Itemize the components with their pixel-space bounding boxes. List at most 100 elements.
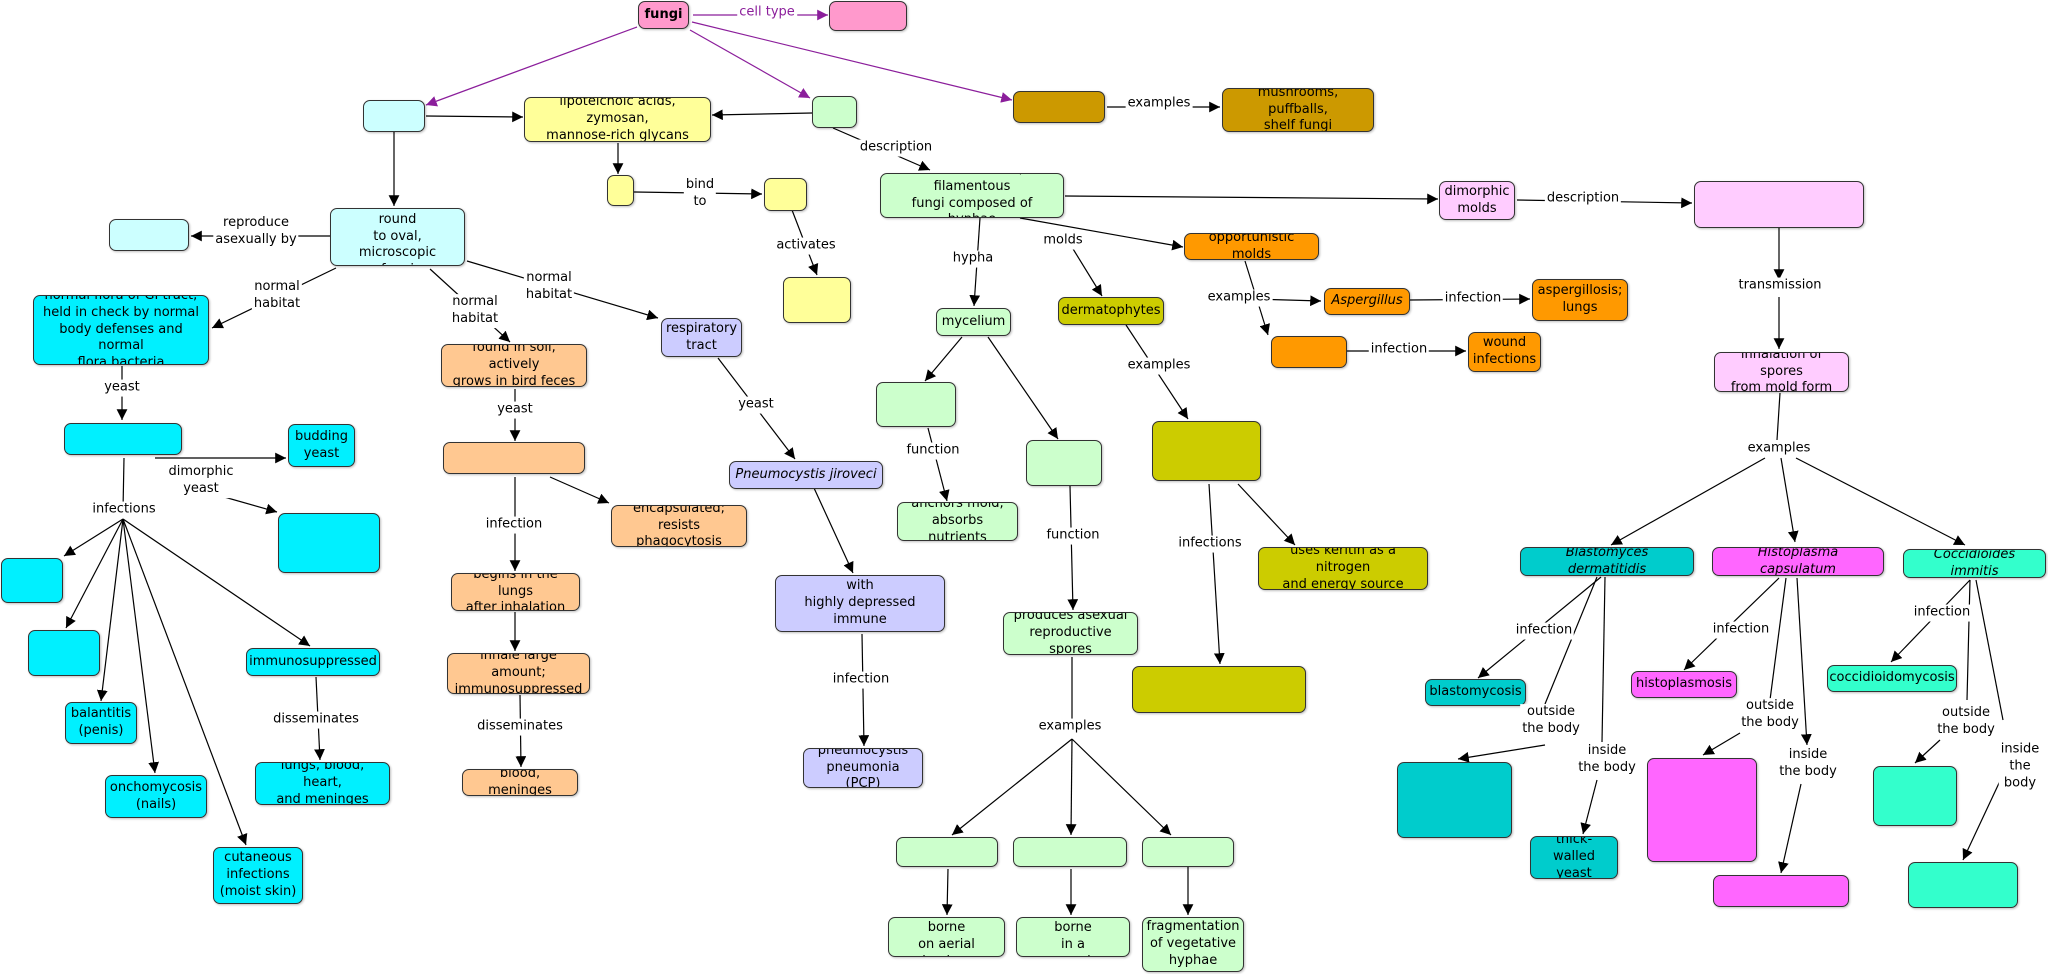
link-yeast-cellwall: [425, 111, 524, 123]
node-soil[interactable]: found in soil, actively grows in bird fe…: [441, 344, 587, 387]
node-crypto[interactable]: [443, 442, 585, 474]
node-respiratory[interactable]: respiratory tract: [661, 318, 742, 357]
node-histoplasmosis[interactable]: histoplasmosis: [1631, 671, 1737, 698]
node-seen-only-text: seen only in persons with highly depress…: [793, 576, 927, 631]
node-cocci-inside[interactable]: [1908, 862, 2018, 908]
label-yeast-2: yeast: [495, 401, 535, 419]
node-aspergillosis-text: aspergillosis; lungs: [1537, 283, 1623, 315]
node-asexual[interactable]: [109, 219, 189, 251]
node-derm-infection[interactable]: [1132, 666, 1306, 713]
node-keratin[interactable]: uses keritin as a nitrogen and energy so…: [1258, 547, 1428, 590]
node-normal-flora[interactable]: normal flora of GI tract; held in check …: [33, 295, 209, 365]
link-ex-blasto: [1610, 457, 1766, 546]
label-bind-to: bind to: [683, 177, 717, 211]
node-dimorphic-yeast-box[interactable]: [278, 513, 380, 573]
label-activates: activates: [774, 237, 838, 255]
node-encapsulated-text: encapsulated; resists phagocytosis: [633, 505, 725, 547]
node-cutaneous[interactable]: cutaneous infections (moist skin): [213, 847, 303, 904]
node-externally[interactable]: externally borne on aerial hyphae: [888, 917, 1005, 957]
node-cocci-outside[interactable]: [1873, 766, 1957, 826]
node-single-celled[interactable]: single celled, round to oval, microscopi…: [330, 208, 465, 266]
node-derm-box[interactable]: [1152, 421, 1261, 481]
node-bind-small[interactable]: [607, 175, 634, 206]
node-fragmentation[interactable]: fragmentation of vegetative hyphae: [1142, 917, 1244, 972]
node-molds[interactable]: [812, 96, 857, 128]
node-produces-spores-text: produces asexual reproductive spores: [1013, 612, 1128, 655]
node-candida-inf2[interactable]: [28, 630, 100, 676]
node-anchors[interactable]: anchors mold, absorbs nutrients: [897, 502, 1018, 541]
node-activates-target[interactable]: [783, 277, 851, 323]
node-blastomyces[interactable]: Blastomyces dermatitidis: [1520, 547, 1694, 576]
label-infection-aspergillus: infection: [1442, 290, 1504, 308]
node-blastomycosis[interactable]: blastomycosis: [1425, 679, 1526, 706]
node-mushrooms-examples-text: mushrooms, puffballs, shelf fungi: [1257, 88, 1339, 132]
node-blasto-inside[interactable]: thick-walled yeast: [1530, 836, 1618, 879]
node-produces-spores[interactable]: produces asexual reproductive spores: [1003, 612, 1138, 655]
node-mycelium[interactable]: mycelium: [936, 308, 1011, 336]
link-cocci-out2: [1914, 739, 1941, 764]
node-blasto-outside[interactable]: [1397, 762, 1512, 838]
link-histo-in2: [1778, 783, 1802, 874]
node-begins-lungs[interactable]: begins in the lungs after inhalation: [451, 573, 580, 611]
node-balantitis[interactable]: balantitis (penis): [65, 702, 137, 744]
label-examples-dimorphic: examples: [1745, 440, 1813, 458]
node-spore2[interactable]: [1013, 837, 1127, 867]
link-spores-1: [951, 738, 1073, 836]
node-cell-type[interactable]: [829, 1, 907, 31]
node-blood-meninges[interactable]: blood, meninges: [462, 769, 578, 796]
node-pcp[interactable]: pneumocystis pneumonia (PCP): [803, 748, 923, 788]
label-infections-derm: infections: [1176, 535, 1244, 553]
node-cutaneous-text: cutaneous infections (moist skin): [219, 850, 297, 899]
node-dimorphic-molds[interactable]: dimorphic molds: [1439, 181, 1515, 220]
node-pneumocystis-text: Pneumocystis jiroveci: [735, 466, 877, 482]
node-mushrooms-examples[interactable]: mushrooms, puffballs, shelf fungi: [1222, 88, 1374, 132]
node-internally[interactable]: internally borne in a sporangium: [1016, 917, 1130, 957]
node-aspergillus[interactable]: Aspergillus: [1324, 288, 1410, 315]
node-lungs-blood[interactable]: lungs, blood, heart, and meninges: [255, 762, 390, 805]
label-infection-crypto: infection: [483, 516, 545, 534]
node-coccidioides[interactable]: Coccidioides immitis: [1903, 549, 2046, 578]
node-hypha-box1[interactable]: [876, 382, 956, 427]
node-lungs-blood-text: lungs, blood, heart, and meninges: [276, 762, 369, 805]
node-cell-wall-text: lipoteichoic acids, zymosan, mannose-ric…: [546, 97, 689, 142]
node-dermatophytes-text: dermatophytes: [1061, 302, 1161, 318]
node-dermatophytes[interactable]: dermatophytes: [1058, 297, 1164, 325]
node-yeast[interactable]: [363, 100, 425, 132]
node-dimorphic-desc[interactable]: [1694, 181, 1864, 228]
node-spore1[interactable]: [896, 837, 998, 867]
node-mushrooms[interactable]: [1013, 91, 1105, 123]
node-multinucleated[interactable]: multinucleated, filamentous fungi compos…: [880, 173, 1064, 218]
link-dermbox-keratin: [1237, 483, 1296, 546]
node-inhalation[interactable]: inhalation of spores from mold form: [1714, 352, 1849, 392]
label-description-molds: description: [857, 139, 935, 157]
label-infection-histo: infection: [1710, 621, 1772, 639]
label-reproduce-asexually: reproduce asexually by: [213, 215, 299, 249]
node-mycelium-text: mycelium: [941, 313, 1006, 329]
node-histo-inside[interactable]: [1713, 875, 1849, 907]
node-aspergillosis[interactable]: aspergillosis; lungs: [1532, 279, 1628, 321]
node-opportunistic[interactable]: opportunistic molds: [1184, 233, 1319, 260]
node-onchomycosis[interactable]: onchomycosis (nails): [105, 775, 207, 818]
node-encapsulated[interactable]: encapsulated; resists phagocytosis: [611, 505, 747, 547]
node-hypha-box2[interactable]: [1026, 440, 1102, 486]
node-blastomyces-text: Blastomyces dermatitidis: [1565, 547, 1649, 576]
node-budding-yeast[interactable]: budding yeast: [288, 424, 355, 467]
node-histo-outside[interactable]: [1647, 758, 1757, 862]
node-seen-only[interactable]: seen only in persons with highly depress…: [775, 575, 945, 632]
node-coccidioidomycosis[interactable]: coccidioidomycosis: [1827, 665, 1957, 692]
node-immunosuppressed[interactable]: immunosuppressed: [246, 648, 380, 676]
node-candida-inf1[interactable]: [1, 558, 63, 603]
link-fungi-yeast: [425, 26, 638, 107]
node-multinucleated-text: multinucleated, filamentous fungi compos…: [911, 174, 1033, 217]
node-histoplasma[interactable]: Histoplasma capsulatum: [1712, 547, 1884, 576]
node-orange-small[interactable]: [1271, 336, 1347, 368]
node-candida[interactable]: [64, 423, 182, 455]
node-fungi[interactable]: fungi: [638, 1, 689, 29]
node-opportunistic-text: opportunistic molds: [1208, 233, 1295, 260]
node-pneumocystis[interactable]: Pneumocystis jiroveci: [729, 461, 883, 489]
node-cell-wall[interactable]: lipoteichoic acids, zymosan, mannose-ric…: [524, 97, 711, 142]
node-inhale-large[interactable]: inhale large amount; immunosuppressed: [447, 653, 590, 694]
node-wound[interactable]: wound infections: [1468, 332, 1541, 372]
node-bind-target[interactable]: [764, 178, 807, 211]
node-spore3[interactable]: [1142, 837, 1234, 867]
